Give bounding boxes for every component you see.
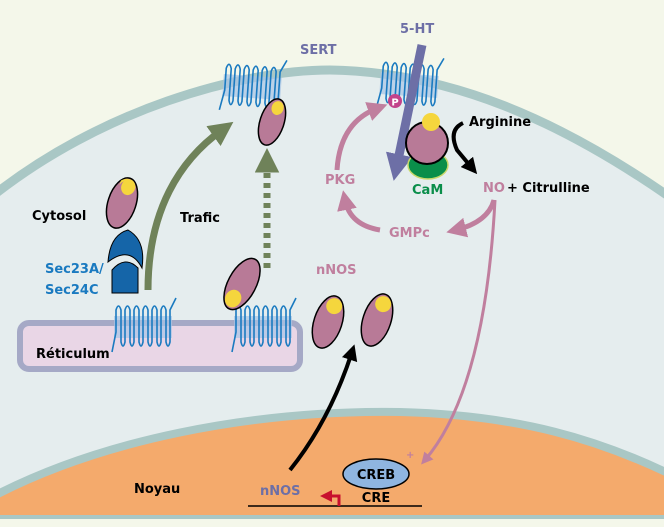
promoter-arrow [320,490,341,506]
sert-transporter-er-1 [111,297,177,353]
transmembrane-helices [218,59,288,110]
arginine-label: Arginine [469,115,531,130]
citrulline-label: + Citrulline [507,181,590,196]
nnos-expression-arrow [288,344,358,472]
sec24c-label: Sec24C [45,283,99,298]
serotonin-uptake-arrow [385,44,427,181]
transmembrane-helices [231,297,297,353]
serotonin-label: 5-HT [400,22,434,37]
no-label: NO [483,181,505,196]
arginine-conversion-arrow [451,121,478,175]
nucleus [0,407,664,523]
phosphorylation-icon [388,94,402,108]
reticulum-label: Réticulum [36,347,110,362]
transmembrane-helices [111,297,177,353]
nnos-protein-free-1 [311,295,345,349]
nnos-protein-er [223,257,261,311]
nnos-cam-complex [405,113,449,180]
sec24c-icon [111,261,139,294]
sert-transporter-er-2 [231,297,297,353]
no-to-gmpc-arrow [446,199,497,238]
pkg-label: PKG [325,173,355,188]
trafficking-arrow [144,121,234,291]
sert-transporter-active [375,57,445,108]
nnos-protein-cytosol [105,177,139,229]
phospho-label: P [391,98,398,109]
sert-transporter-membrane [218,59,288,110]
nnos-cytosol-label: nNOS [316,263,357,278]
sec23a-label: Sec23A/ [45,262,104,277]
sert-label: SERT [300,43,337,58]
pkg-to-sert-arrow [334,102,388,171]
creb-protein [342,458,410,490]
gmpc-label: GMPc [389,226,430,241]
sec23a-icon [107,229,144,270]
creb-label: CREB [357,468,395,483]
transmembrane-helices [375,57,445,108]
noyau-label: Noyau [134,482,180,497]
no-to-creb-arrow [421,199,497,465]
nnos-protein-membrane [257,98,287,146]
cytosol-label: Cytosol [32,209,86,224]
cre-label: CRE [362,491,390,506]
activation-plus-label: + [406,450,414,461]
trafic-label: Trafic [180,211,220,226]
gmpc-to-pkg-arrow [337,190,381,233]
cam-label: CaM [412,183,443,198]
bottom-band [0,519,664,527]
nnos-protein-free-2 [360,293,394,347]
nnos-gene-label: nNOS [260,484,301,499]
